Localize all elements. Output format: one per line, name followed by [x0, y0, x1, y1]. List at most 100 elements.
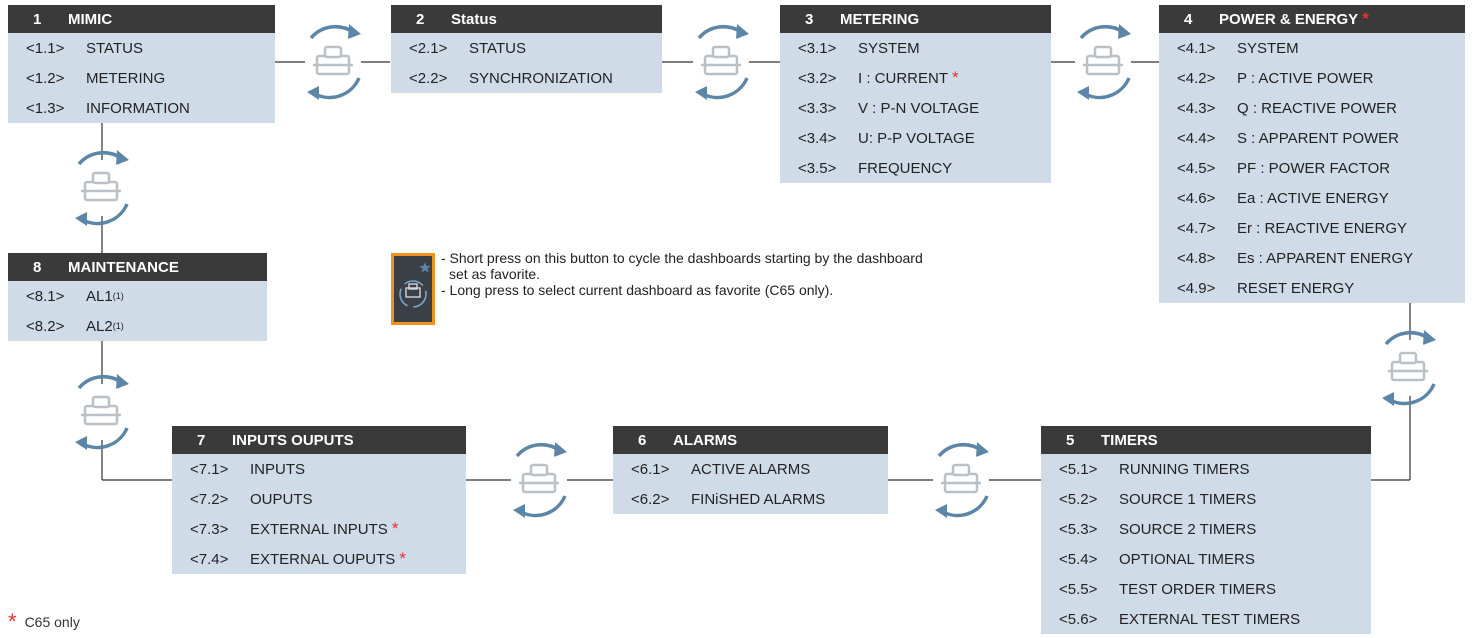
item-label: EXTERNAL OUPUTS [250, 550, 396, 568]
menu-item[interactable]: <4.3>Q : REACTIVE POWER [1159, 93, 1465, 123]
menu-item[interactable]: <7.3>EXTERNAL INPUTS* [172, 514, 466, 544]
note-line: - Long press to select current dashboard… [441, 282, 834, 298]
item-label: ACTIVE ALARMS [691, 460, 811, 478]
footnote-mark: (1) [112, 321, 124, 331]
item-label: Q : REACTIVE POWER [1237, 99, 1398, 117]
item-label: SOURCE 2 TIMERS [1119, 520, 1257, 538]
favorite-button[interactable] [391, 253, 435, 325]
c65-star: * [8, 609, 17, 634]
note-line: - Short press on this button to cycle th… [441, 250, 923, 266]
cycle-dashboard-icon[interactable] [1061, 20, 1145, 104]
menu-item[interactable]: <5.1> RUNNING TIMERS [1041, 454, 1371, 484]
menu-title: MIMIC [68, 10, 113, 28]
menu-number: 8 [33, 258, 42, 276]
item-code: <7.1> [190, 460, 229, 478]
cycle-dashboard-icon[interactable] [59, 146, 143, 230]
item-code: <7.3> [190, 520, 229, 538]
cycle-dashboard-icon[interactable] [59, 370, 143, 454]
menu-item[interactable]: <2.1>STATUS [391, 33, 662, 63]
cycle-dashboard-icon[interactable] [291, 20, 375, 104]
c65-star: * [399, 549, 406, 568]
item-code: <4.7> [1177, 219, 1216, 237]
item-code: <4.9> [1177, 279, 1216, 297]
item-code: <8.2> [26, 317, 65, 335]
menu-item[interactable]: <8.2>AL2(1) [8, 311, 267, 341]
item-label: RUNNING TIMERS [1119, 460, 1250, 478]
footnote: * C65 only [8, 609, 80, 634]
menu-item[interactable]: <8.1>AL1(1) [8, 281, 267, 311]
menu-item[interactable]: <7.1> INPUTS [172, 454, 466, 484]
menu-item[interactable]: <4.8> Es : APPARENT ENERGY [1159, 243, 1465, 273]
menu-item[interactable]: <4.1>SYSTEM [1159, 33, 1465, 63]
menu-item[interactable]: <4.5> PF : POWER FACTOR [1159, 153, 1465, 183]
menu-number: 5 [1066, 431, 1075, 449]
menu-item[interactable]: <5.4>OPTIONAL TIMERS [1041, 544, 1371, 574]
item-label: RESET ENERGY [1237, 279, 1355, 297]
menu-item[interactable]: <3.1>SYSTEM [780, 33, 1051, 63]
item-label: Er : REACTIVE ENERGY [1237, 219, 1408, 237]
footnote-mark: (1) [112, 291, 124, 301]
item-label: Es : APPARENT ENERGY [1237, 249, 1414, 267]
menu-item[interactable]: <3.4>U: P-P VOLTAGE [780, 123, 1051, 153]
item-code: <5.1> [1059, 460, 1098, 478]
menu-item[interactable]: <4.6>Ea : ACTIVE ENERGY [1159, 183, 1465, 213]
menu-number: 4 [1184, 10, 1193, 28]
item-code: <6.1> [631, 460, 670, 478]
menu-item[interactable]: <3.3>V : P-N VOLTAGE [780, 93, 1051, 123]
menu-item[interactable]: <1.2> METERING [8, 63, 275, 93]
item-code: <2.1> [409, 39, 448, 57]
menu-number: 6 [638, 431, 647, 449]
item-code: <1.2> [26, 69, 65, 87]
menu-item[interactable]: <5.5> TEST ORDER TIMERS [1041, 574, 1371, 604]
menu-item[interactable]: <4.9> RESET ENERGY [1159, 273, 1465, 303]
item-label: METERING [86, 69, 166, 87]
menu-item[interactable]: <2.2>SYNCHRONIZATION [391, 63, 662, 93]
menu-item[interactable]: <6.2>FINiSHED ALARMS [613, 484, 888, 514]
menu-item[interactable]: <7.2>OUPUTS [172, 484, 466, 514]
item-code: <4.8> [1177, 249, 1216, 267]
item-label: PF : POWER FACTOR [1237, 159, 1391, 177]
item-label: I : CURRENT [858, 69, 948, 87]
menu-item[interactable]: <7.4>EXTERNAL OUPUTS* [172, 544, 466, 574]
menu-number: 3 [805, 10, 814, 28]
menu-item[interactable]: <4.7> Er : REACTIVE ENERGY [1159, 213, 1465, 243]
item-label: EXTERNAL TEST TIMERS [1119, 610, 1301, 628]
menu-item[interactable]: <6.1> ACTIVE ALARMS [613, 454, 888, 484]
cycle-dashboard-icon[interactable] [919, 438, 1003, 522]
item-label: INPUTS [250, 460, 306, 478]
menu-item[interactable]: <3.2>I : CURRENT* [780, 63, 1051, 93]
menu-item[interactable]: <1.3>INFORMATION [8, 93, 275, 123]
favorite-note: - Short press on this button to cycle th… [441, 250, 923, 298]
cycle-dashboard-icon[interactable] [497, 438, 581, 522]
cycle-dashboard-icon[interactable] [679, 20, 763, 104]
favorite-button-icon [399, 262, 431, 308]
item-code: <4.5> [1177, 159, 1216, 177]
item-code: <7.2> [190, 490, 229, 508]
item-code: <6.2> [631, 490, 670, 508]
menu-item[interactable]: <5.2>SOURCE 1 TIMERS [1041, 484, 1371, 514]
footnote-text: C65 only [24, 614, 80, 630]
menu-item[interactable]: <5.3> SOURCE 2 TIMERS [1041, 514, 1371, 544]
item-code: <5.5> [1059, 580, 1098, 598]
menu-item[interactable]: <5.6>EXTERNAL TEST TIMERS [1041, 604, 1371, 634]
item-code: <4.1> [1177, 39, 1216, 57]
item-label: EXTERNAL INPUTS [250, 520, 388, 538]
item-code: <5.3> [1059, 520, 1098, 538]
item-label: TEST ORDER TIMERS [1119, 580, 1276, 598]
menu-item[interactable]: <4.2>P : ACTIVE POWER [1159, 63, 1465, 93]
menu-item[interactable]: <3.5>FREQUENCY [780, 153, 1051, 183]
menu-item[interactable]: <4.4>S : APPARENT POWER [1159, 123, 1465, 153]
item-label: SOURCE 1 TIMERS [1119, 490, 1257, 508]
menu-item[interactable]: <1.1>STATUS [8, 33, 275, 63]
menu-title: Status [451, 10, 497, 28]
cycle-dashboard-icon[interactable] [1366, 326, 1450, 410]
item-label: OPTIONAL TIMERS [1119, 550, 1255, 568]
